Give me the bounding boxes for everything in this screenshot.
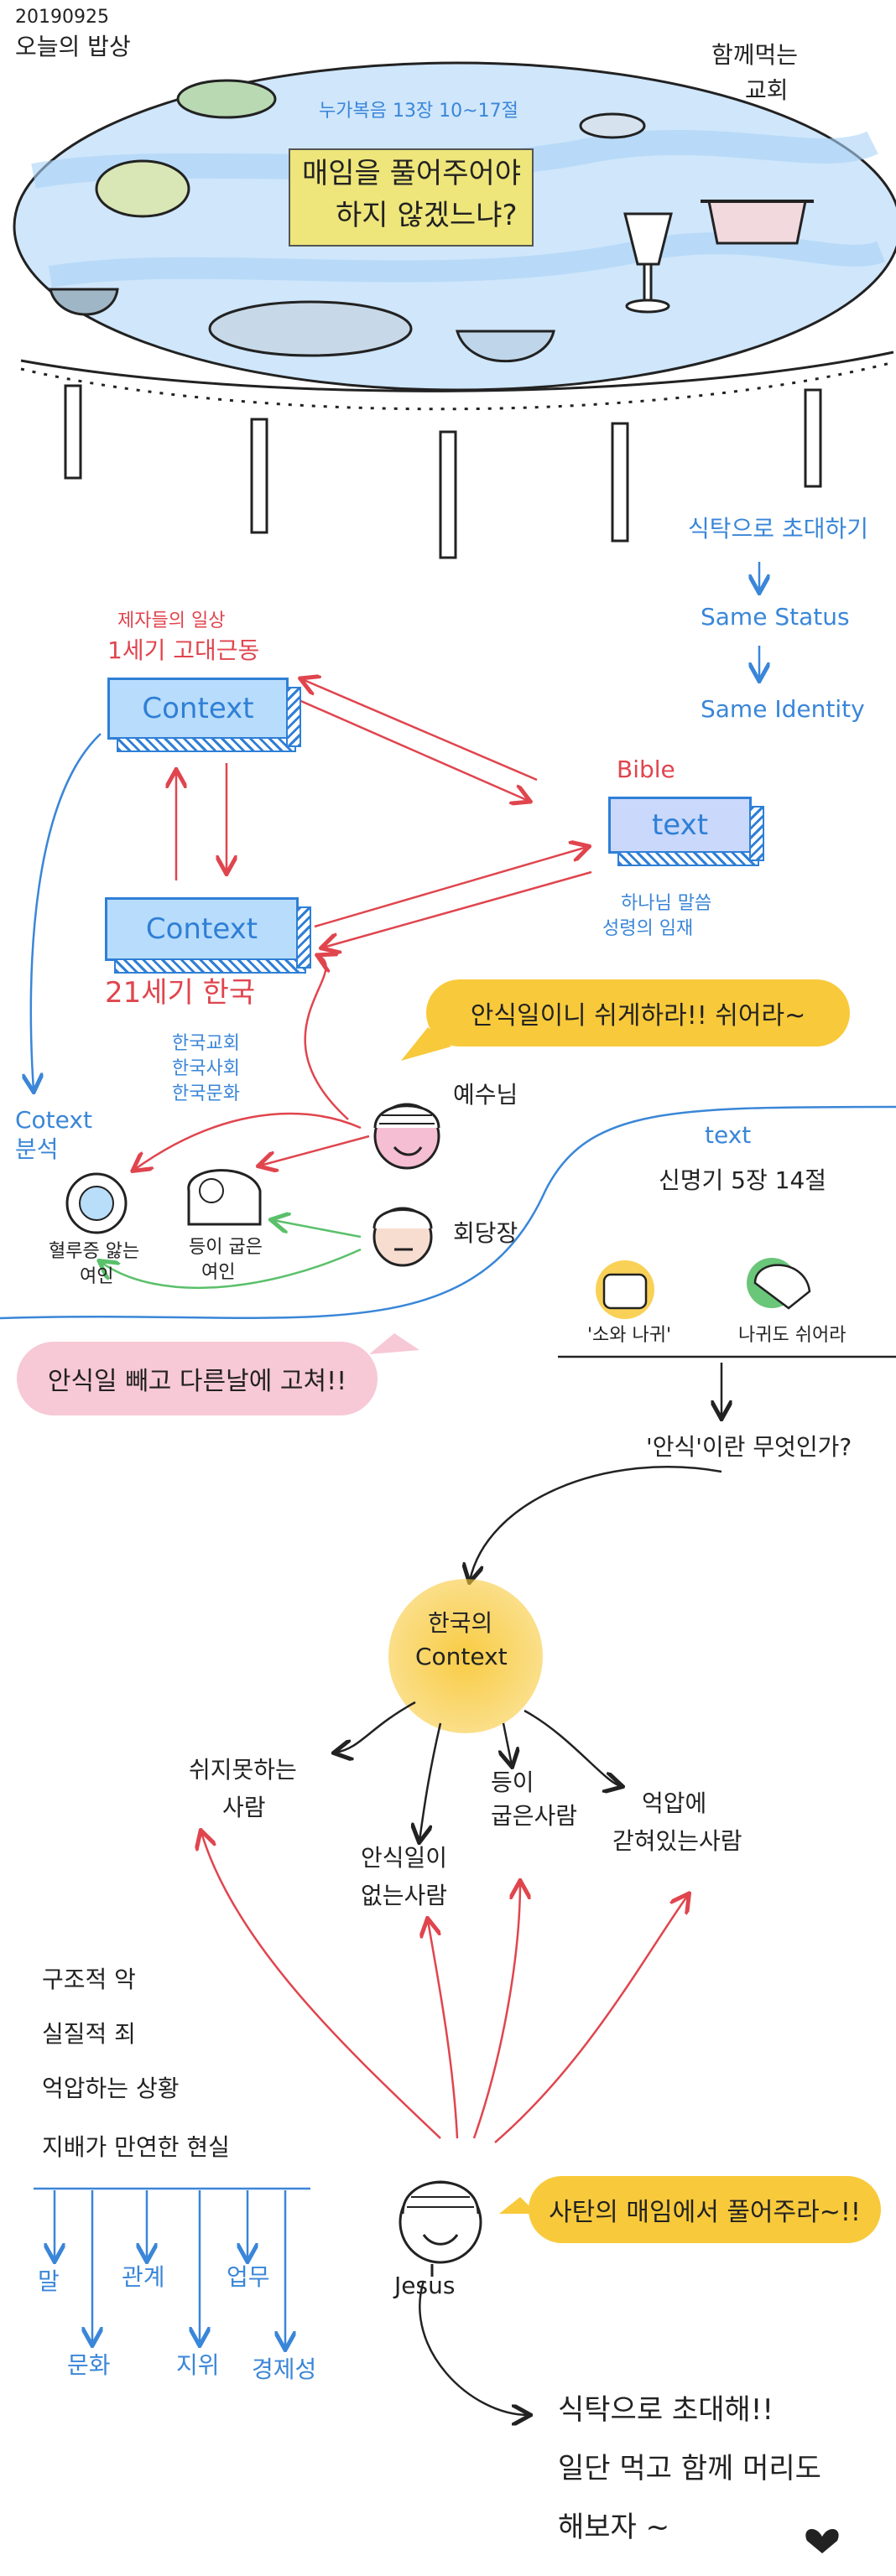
context-box-korea: Context xyxy=(105,897,311,974)
jesus-speech-bubble: 안식일이니 쉬게하라!! 쉬어라~ xyxy=(426,979,850,1046)
people-restless-line2: 사람 xyxy=(222,1794,266,1821)
ruler-label: 회당장 xyxy=(453,1219,518,1247)
people-oppressed-line2: 갇혀있는사람 xyxy=(612,1827,742,1855)
same-status-label: Same Status xyxy=(701,603,850,631)
woman2-label-line2: 여인 xyxy=(201,1262,236,1283)
structure-line4: 지배가 만연한 현실 xyxy=(42,2133,230,2161)
church-label-line2: 교회 xyxy=(745,76,789,104)
dining-table xyxy=(13,61,896,559)
woman1-label-line2: 여인 xyxy=(80,1266,114,1287)
structure-item-work: 업무 xyxy=(227,2263,270,2291)
note-question-line1: 매임을 풀어주어야 xyxy=(302,157,522,190)
jesus-label: 예수님 xyxy=(453,1081,518,1109)
bible-caption-line1: 하나님 말씀 xyxy=(621,893,712,914)
korea-context-line1: 한국의 xyxy=(428,1609,493,1637)
invite-label: 식탁으로 초대하기 xyxy=(688,515,868,543)
jesus-name-label: Jesus xyxy=(394,2272,456,2299)
disciples-daily-label: 제자들의 일상 xyxy=(117,610,226,631)
structure-line3: 억압하는 상황 xyxy=(42,2075,180,2102)
people-oppressed-line1: 억압에 xyxy=(642,1789,707,1817)
people-bent-line1: 등이 xyxy=(491,1768,534,1796)
bible-caption-line2: 성령의 임재 xyxy=(602,918,694,939)
people-restless-line1: 쉬지못하는 xyxy=(189,1756,297,1784)
note-question-line2: 하지 않겠느냐? xyxy=(336,199,518,232)
people-no-sabbath-line1: 안식일이 xyxy=(361,1844,448,1872)
jesus-bottom-speech: 사탄의 매임에서 풀어주라~!! xyxy=(529,2176,881,2243)
structure-item-culture: 문화 xyxy=(67,2351,111,2379)
text-label: text xyxy=(705,1121,752,1149)
korea-item-church: 한국교회 xyxy=(172,1033,240,1054)
donkey-rest-label: 나귀도 쉬어라 xyxy=(738,1325,847,1346)
conclusion-line3: 해보자 ~ xyxy=(558,2511,670,2544)
people-no-sabbath-line2: 없는사람 xyxy=(361,1882,448,1909)
korea-21c-label: 21세기 한국 xyxy=(105,976,256,1010)
ancient-near-east-label: 1세기 고대근동 xyxy=(107,636,260,664)
scripture-reference: 누가복음 13장 10~17절 xyxy=(319,101,518,122)
analysis-label: 분석 xyxy=(15,1135,59,1163)
text-box-bible: text xyxy=(608,797,764,866)
ruler-speech-bubble: 안식일 빼고 다른날에 고쳐!! xyxy=(17,1342,378,1415)
conclusion-line2: 일단 먹고 함께 머리도 xyxy=(558,2452,821,2485)
what-is-sabbath: '안식'이란 무엇인가? xyxy=(646,1433,852,1461)
structure-item-economy: 경제성 xyxy=(252,2355,317,2383)
jesus-figure xyxy=(373,1103,440,1170)
bible-label: Bible xyxy=(617,756,675,783)
korea-item-society: 한국사회 xyxy=(172,1058,240,1079)
structure-item-speech: 말 xyxy=(38,2267,60,2295)
structure-line2: 실질적 죄 xyxy=(42,2020,136,2048)
deuteronomy-reference: 신명기 5장 14절 xyxy=(659,1166,827,1194)
woman-figures xyxy=(65,1169,262,1234)
structure-item-relation: 관계 xyxy=(122,2263,165,2291)
conclusion-line1: 식탁으로 초대해!! xyxy=(558,2393,774,2427)
woman1-label-line1: 혈루증 앓는 xyxy=(49,1241,140,1262)
cotext-label: Cotext xyxy=(15,1106,92,1134)
korea-item-culture: 한국문화 xyxy=(172,1083,240,1104)
jesus-bottom-figure xyxy=(399,2180,482,2277)
same-identity-label: Same Identity xyxy=(701,695,865,723)
date-label: 20190925 xyxy=(15,7,109,28)
structure-line1: 구조적 악 xyxy=(42,1966,136,1993)
synagogue-ruler-figure xyxy=(372,1207,433,1267)
woman2-label-line1: 등이 굽은 xyxy=(189,1237,263,1258)
church-label-line1: 함께먹는 xyxy=(711,41,799,69)
structure-item-status: 지위 xyxy=(176,2351,220,2379)
people-bent-line2: 굽은사람 xyxy=(491,1802,578,1830)
korea-context-line2: Context xyxy=(415,1643,508,1670)
page-title: 오늘의 밥상 xyxy=(15,33,131,60)
ox-donkey-label: '소와 나귀' xyxy=(587,1325,672,1346)
context-box-ancient: Context xyxy=(107,678,301,752)
